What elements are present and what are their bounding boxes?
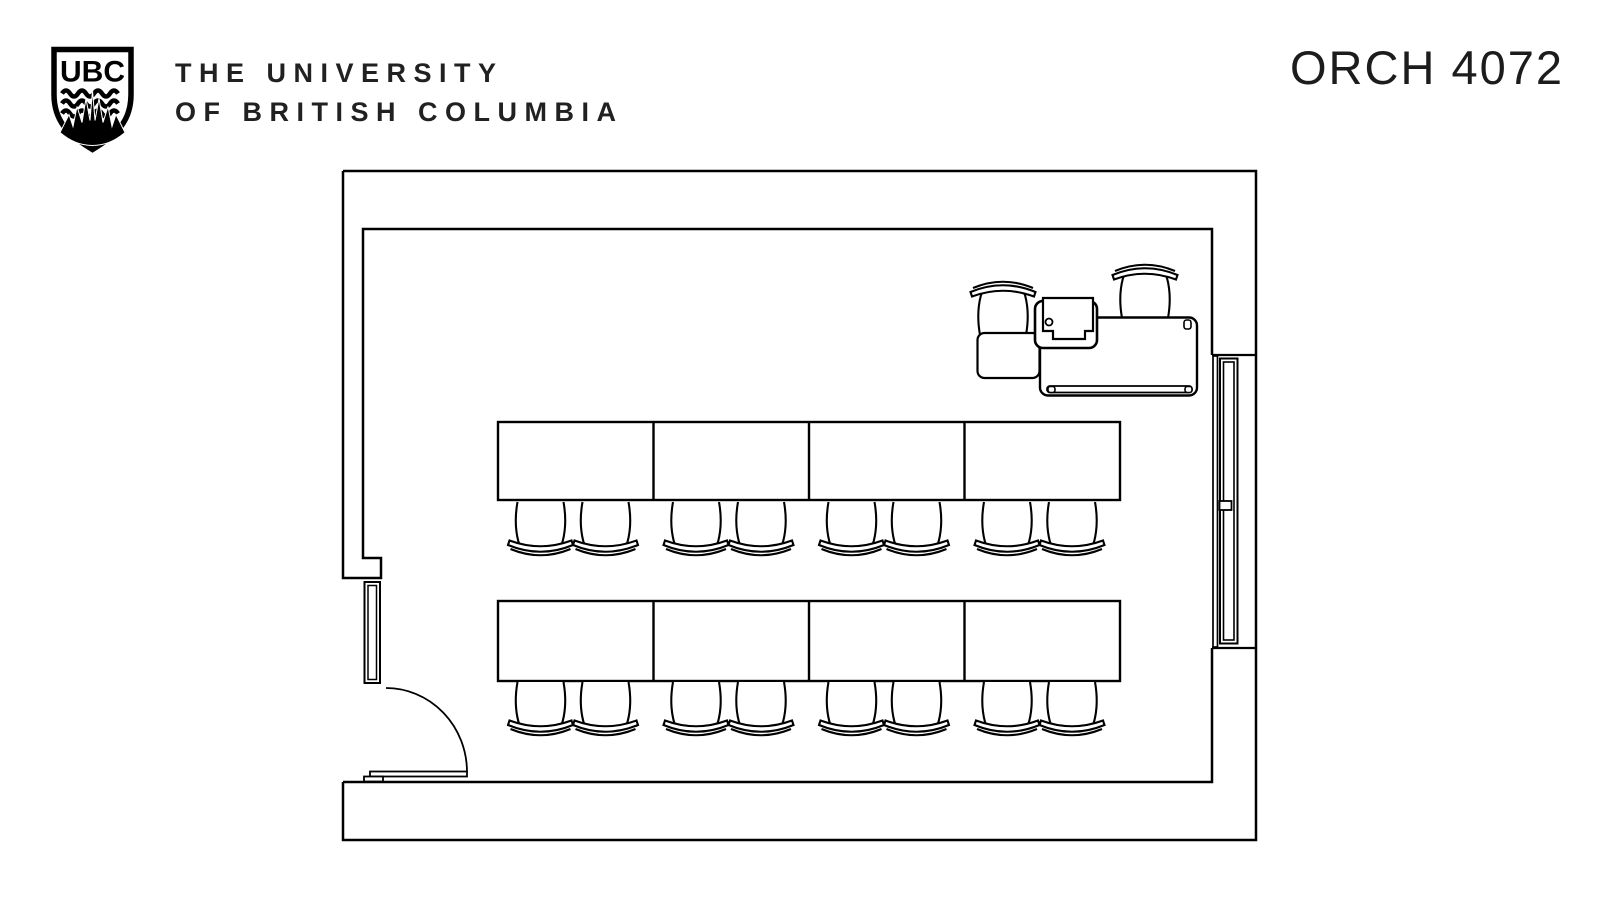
university-name: THE UNIVERSITY OF BRITISH COLUMBIA: [175, 54, 623, 132]
lectern-tray: [1041, 296, 1095, 341]
chair: [727, 500, 795, 557]
window: [1212, 353, 1256, 650]
desk-grommets: [1047, 319, 1193, 394]
university-name-line2: OF BRITISH COLUMBIA: [175, 97, 624, 127]
door-threshold-step: [363, 775, 384, 783]
lectern-unit: [1033, 296, 1099, 350]
window-caps: [1212, 353, 1256, 650]
chair: [571, 500, 640, 557]
logo-sunburst: [59, 90, 126, 147]
chair: [506, 680, 575, 737]
table-row-1-dividers: [652, 422, 966, 500]
chair: [571, 680, 640, 737]
walls: [341, 169, 1258, 842]
window-latch: [1218, 500, 1233, 511]
chair: [817, 500, 886, 557]
wall-inner: [341, 171, 1214, 784]
desk-modesty-panel: [1046, 385, 1193, 394]
chair: [817, 680, 886, 737]
door-threshold: [369, 770, 468, 778]
instructor-area: [969, 263, 1199, 397]
chair: [1038, 680, 1106, 737]
logo-monogram: UBC: [60, 56, 125, 89]
lectern-knob: [1044, 317, 1054, 327]
chair: [727, 680, 795, 737]
chair: [973, 500, 1041, 557]
door-sidelight-inner: [367, 584, 378, 681]
chair: [662, 500, 730, 557]
chair: [1038, 500, 1106, 557]
table-row-2-dividers: [652, 601, 966, 681]
instructor-chair: [969, 280, 1037, 337]
window-frame: [1212, 355, 1219, 648]
chair: [882, 500, 951, 557]
wall-outer: [341, 169, 1258, 842]
student-chairs-row-1: [506, 500, 1106, 557]
room-label: ORCH 4072: [1290, 41, 1564, 94]
door-sidelight: [363, 581, 381, 684]
entrance-door: [363, 581, 468, 783]
student-chairs-row-2: [506, 680, 1106, 737]
student-tables: [496, 420, 1122, 683]
university-name-line1: THE UNIVERSITY: [175, 58, 504, 88]
instructor-chair: [1111, 263, 1179, 320]
chair: [882, 680, 951, 737]
chair: [662, 680, 730, 737]
chair: [973, 680, 1041, 737]
ubc-logo: UBC: [51, 46, 134, 153]
side-table: [976, 331, 1041, 380]
door-swing-arc: [385, 687, 468, 773]
chair: [506, 500, 575, 557]
